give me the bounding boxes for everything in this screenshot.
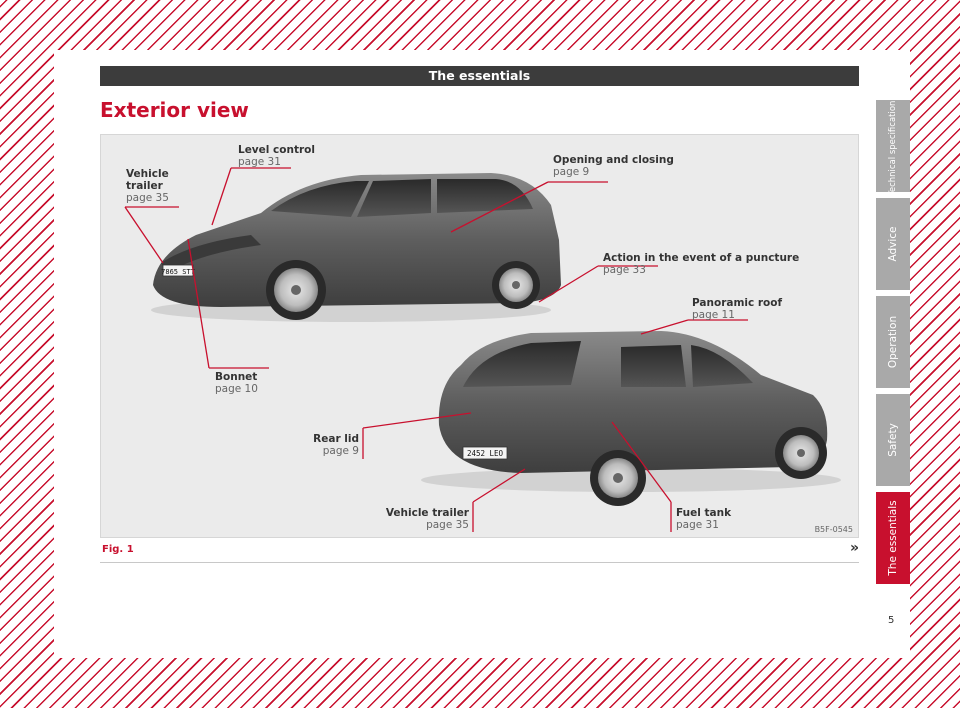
tab-label: Operation: [887, 315, 899, 369]
figure-code: B5F-0545: [814, 525, 853, 534]
estate-car: 7865 STT: [151, 173, 561, 322]
tab-advice[interactable]: Advice: [876, 198, 910, 290]
continue-marker: »: [849, 540, 859, 556]
tab-label: Technical specifications: [888, 96, 898, 196]
tab-label: Safety: [887, 423, 899, 457]
tab-safety[interactable]: Safety: [876, 394, 910, 486]
callout-page: page 9: [322, 445, 359, 457]
callout-fuel-tank: Fuel tank page 31: [676, 507, 731, 531]
callout-title: Rear lid: [313, 433, 359, 445]
callout-vehicle-trailer-front: Vehicle trailer page 35: [126, 168, 169, 204]
callout-title: Vehicle trailer: [385, 507, 469, 519]
tab-label: Advice: [887, 226, 899, 262]
callout-title: Fuel tank: [676, 507, 732, 519]
tab-technical-specifications[interactable]: Technical specifications: [876, 96, 910, 196]
callout-vehicle-trailer-rear: Vehicle trailer page 35: [383, 507, 469, 531]
callout-page: page 10: [215, 383, 258, 395]
callout-bonnet: Bonnet page 10: [215, 371, 258, 395]
callout-page: page 35: [126, 192, 169, 204]
car-illustration: 7865 STT 2452 LEO: [124, 167, 841, 532]
callout-page: page 9: [553, 166, 590, 178]
front-plate-text: 7865 STT: [161, 268, 196, 276]
callout-page: page 31: [238, 156, 281, 168]
callout-title: Vehicle: [126, 168, 169, 180]
callout-title: Panoramic roof: [692, 297, 783, 309]
figure-caption-row: Fig. 1 »: [100, 540, 859, 563]
callout-title: Opening and closing: [553, 154, 674, 166]
chapter-header: The essentials: [100, 66, 859, 86]
page-number: 5: [888, 615, 895, 626]
hatchback-car: 2452 LEO: [421, 331, 841, 506]
callout-page: page 11: [692, 309, 735, 321]
tab-label: The essentials: [887, 500, 899, 576]
page-title: Exterior view: [100, 98, 249, 122]
callout-level-control: Level control page 31: [238, 144, 315, 168]
callout-puncture: Action in the event of a puncture page 3…: [603, 252, 799, 276]
rear-plate-text: 2452 LEO: [467, 449, 504, 458]
callout-title: Level control: [238, 144, 315, 156]
callout-page: page 31: [676, 519, 719, 531]
callout-title: trailer: [126, 180, 163, 192]
tab-operation[interactable]: Operation: [876, 296, 910, 388]
callout-title: Action in the event of a puncture: [603, 252, 800, 264]
callout-page: page 33: [603, 264, 646, 276]
exterior-figure: 7865 STT 2452 LEO: [100, 134, 859, 538]
tab-the-essentials[interactable]: The essentials: [876, 492, 910, 584]
leader-lines: [124, 167, 748, 532]
callout-rear-lid: Rear lid page 9: [301, 433, 359, 457]
callout-title: Bonnet: [215, 371, 258, 383]
callout-panoramic-roof: Panoramic roof page 11: [692, 297, 782, 321]
figure-caption: Fig. 1: [102, 544, 134, 555]
callout-page: page 35: [426, 519, 469, 531]
callout-opening-closing: Opening and closing page 9: [553, 154, 674, 178]
